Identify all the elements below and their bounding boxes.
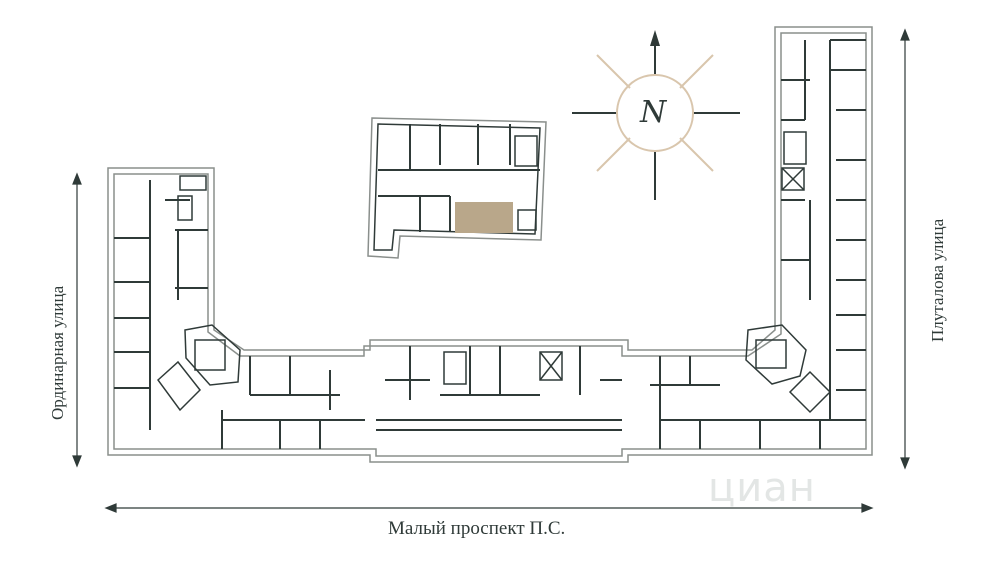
highlighted-apartment[interactable] [455, 202, 513, 233]
compass [572, 30, 740, 200]
arrow-up-icon [900, 28, 910, 41]
arrow-right-icon [861, 503, 874, 513]
compass-north-label: N [640, 95, 667, 130]
building-outline [107, 26, 873, 463]
center-stairs [443, 351, 563, 385]
right-wing-stairs [781, 131, 807, 191]
detached-building [367, 117, 547, 259]
street-label-right: Плуталова улица [928, 218, 947, 342]
right-bottom-stairs [745, 324, 832, 414]
watermark: циан [708, 465, 816, 511]
center-walls [376, 346, 622, 431]
arrow-left-icon [104, 503, 117, 513]
left-wing-walls [114, 180, 365, 449]
street-arrows [72, 28, 910, 513]
right-bottom-walls [650, 356, 866, 449]
arrow-up-icon [72, 172, 82, 185]
right-wing-walls [781, 39, 866, 420]
north-arrow-icon [650, 30, 660, 46]
street-label-left: Ординарная улица [48, 285, 67, 420]
arrow-down-icon [900, 457, 910, 470]
arrow-down-icon [72, 455, 82, 468]
left-stairs [156, 175, 241, 412]
street-label-bottom: Малый проспект П.С. [388, 518, 566, 539]
